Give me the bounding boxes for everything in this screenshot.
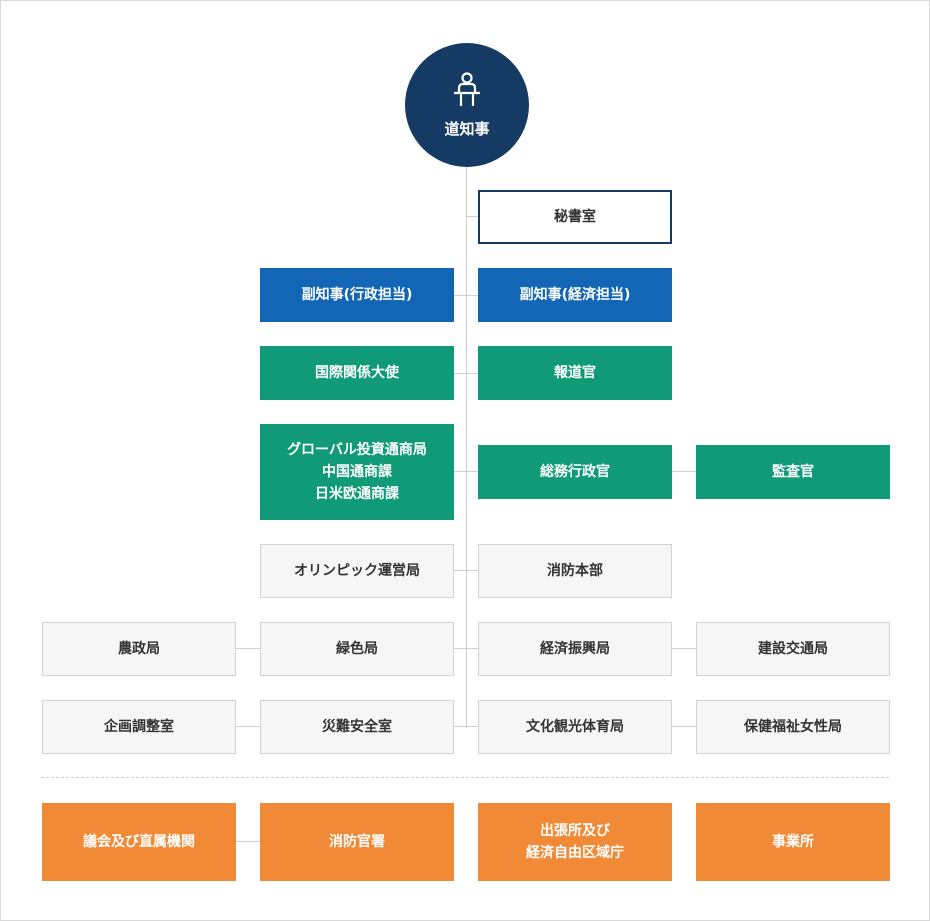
general-affairs-officer[interactable]: 総務行政官 [478,445,672,499]
connector-bottom [236,841,260,842]
planning-office[interactable]: 企画調整室 [42,700,236,754]
construction-transport-bureau[interactable]: 建設交通局 [696,622,890,676]
fire-headquarters[interactable]: 消防本部 [478,544,672,598]
connector-olympic [454,570,478,571]
culture-tourism-sports-bureau[interactable]: 文化観光体育局 [478,700,672,754]
audit-officer[interactable]: 監査官 [696,445,890,499]
connector-ambassador [454,373,478,374]
council-agencies[interactable]: 議会及び直属機関 [42,803,236,881]
vice-governor-admin[interactable]: 副知事(行政担当) [260,268,454,322]
agriculture-bureau[interactable]: 農政局 [42,622,236,676]
connector-row7-left [236,726,260,727]
international-ambassador[interactable]: 国際関係大使 [260,346,454,400]
press-officer[interactable]: 報道官 [478,346,672,400]
governor-label: 道知事 [444,119,490,138]
economic-promotion-bureau[interactable]: 経済振興局 [478,622,672,676]
branch-offices[interactable]: 出張所及び 経済自由区域庁 [478,803,672,881]
connector-secretary [466,216,478,217]
connector-row6-mid [454,648,478,649]
connector-row6-left [236,648,260,649]
green-bureau[interactable]: 緑色局 [260,622,454,676]
business-offices[interactable]: 事業所 [696,803,890,881]
connector-row7-mid [454,726,478,727]
connector-trade [454,471,478,472]
secretary-office[interactable]: 秘書室 [478,190,672,244]
global-trade-bureau[interactable]: グローバル投資通商局 中国通商課 日米欧通商課 [260,424,454,520]
connector-vice [454,295,478,296]
disaster-safety-office[interactable]: 災難安全室 [260,700,454,754]
connector-audit [672,471,696,472]
trunk-line [466,167,467,728]
connector-row7-right [672,726,696,727]
fire-stations[interactable]: 消防官署 [260,803,454,881]
connector-row6-right [672,648,696,649]
section-divider [41,777,889,778]
vice-governor-economy[interactable]: 副知事(経済担当) [478,268,672,322]
person-at-podium-icon [454,71,480,106]
health-welfare-women-bureau[interactable]: 保健福祉女性局 [696,700,890,754]
governor-node[interactable]: 道知事 [405,43,529,167]
olympic-bureau[interactable]: オリンピック運営局 [260,544,454,598]
